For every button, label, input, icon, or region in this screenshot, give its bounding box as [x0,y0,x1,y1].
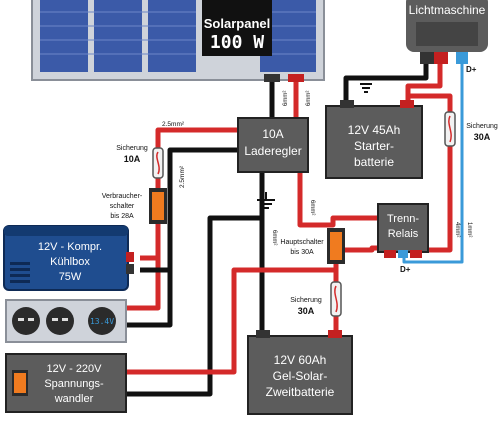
main-switch-line1: Hauptschalter [280,239,324,246]
wires [125,62,464,397]
wire-inverter-red [125,267,336,375]
second-battery-line3: Zweitbatterie [266,385,335,399]
starter-line3: batterie [354,155,394,169]
fuse-left: Sicherung 10A [116,145,164,179]
gauge-label: 6mm² [309,200,315,215]
fuse-bottom-line1: Sicherung [290,297,322,304]
wire-controller-fuse-red [155,127,240,150]
main-switch-line2: bis 30A [290,249,314,256]
wire-gauge-labels: 2.5mm² 2.5mm² 6mm² 6mm² 6mm² 6mm² 4mm² 1… [162,91,472,246]
wire-controller-black-load [140,147,240,273]
solar-label: Solarpanel [204,16,270,31]
cooler-box: 12V - Kompr. Kühlbox 75W [3,225,134,291]
relay-line2: Relais [388,228,419,240]
wire-starter-fuse-red [405,93,453,253]
solar-power: 100 W [210,32,264,53]
alternator-label: Lichtmaschine [409,3,486,17]
controller-line1: 10A [262,127,283,141]
wire-controller-relay-red [297,168,380,228]
solar-label-box [202,0,272,56]
fuse-right-line2: 30A [474,132,491,142]
usb-panel: 13.4V [5,299,127,343]
starter-battery: 12V 45Ah Starter- batterie [325,100,423,179]
main-switch: Hauptschalter bis 30A [280,228,345,264]
gauge-label: 4mm² [454,222,460,237]
second-battery-line2: Gel-Solar- [273,369,328,383]
dplus-top-label: D+ [466,65,477,74]
starter-line1: 12V 45Ah [348,123,401,137]
gauge-label: 1mm² [466,222,472,237]
cooler-vent-icon [10,262,30,283]
wire-black-usb [125,270,173,328]
usb-socket-icon [46,307,74,335]
alternator: Lichtmaschine D+ [406,0,488,74]
second-battery-line1: 12V 60Ah [274,353,327,367]
gauge-label: 6mm² [306,91,312,106]
dplus-relay-label: D+ [400,265,411,274]
solar-panel: Solarpanel 100 W [31,0,325,82]
inverter-line1: 12V - 220V [46,363,102,375]
fuse-right: Sicherung 30A [444,111,498,147]
charge-controller: 10A Laderegler [237,117,309,173]
fuse-left-line1: Sicherung [116,145,148,152]
controller-line2: Laderegler [244,144,301,158]
inverter-line3: wandler [54,393,94,405]
ground-symbol [257,192,275,209]
usb-socket-icon [12,307,40,335]
gauge-label: 6mm² [271,230,277,245]
gauge-label: 2.5mm² [162,121,185,128]
gauge-label: 6mm² [283,91,289,106]
starter-line2: Starter- [354,139,394,153]
fuse-left-line2: 10A [124,154,141,164]
wire-inverter-black [125,215,262,397]
voltmeter-reading: 13.4V [90,317,114,326]
wire-switch-usb-red [125,258,161,311]
fuse-right-line1: Sicherung [466,123,498,130]
gauge-label: 2.5mm² [179,165,186,188]
cooler-line3: 75W [59,271,82,283]
wire-starter-black [343,62,429,106]
consumer-switch-line2: schalter [110,203,135,210]
fuse-bottom: Sicherung 30A [290,281,342,317]
relay: Trenn- Relais D+ [377,203,429,274]
relay-line1: Trenn- [387,213,419,225]
inverter-line2: Spannungs- [44,378,104,390]
cooler-line1: 12V - Kompr. [38,241,102,253]
consumer-switch: Verbraucher- schalter bis 28A [102,188,167,224]
ground-symbol-starter [360,83,372,93]
fuse-bottom-line2: 30A [298,306,315,316]
wire-switch-cooler-red [140,222,161,261]
consumer-switch-line1: Verbraucher- [102,193,143,200]
second-battery: 12V 60Ah Gel-Solar- Zweitbatterie [247,330,353,415]
voltmeter-icon [88,307,116,335]
wire-dplus-blue [402,62,464,264]
cooler-line2: Kühlbox [50,256,90,268]
consumer-switch-line3: bis 28A [110,213,134,220]
inverter: 12V - 220V Spannungs- wandler [5,353,127,413]
